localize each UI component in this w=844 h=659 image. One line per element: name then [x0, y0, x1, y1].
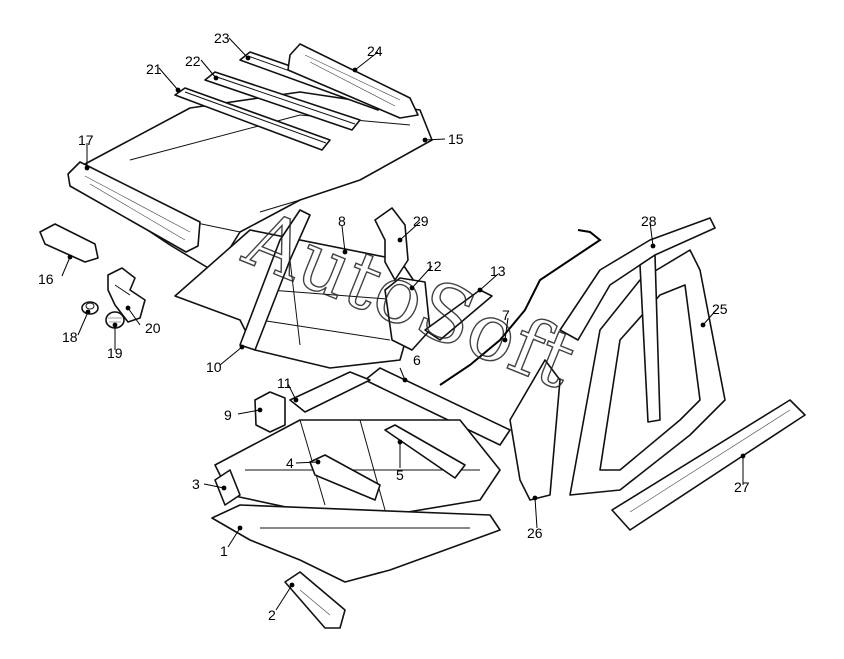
callout-15: 15	[448, 131, 464, 147]
rail-13	[424, 289, 493, 341]
sill-3	[214, 469, 241, 506]
bracket-20	[107, 267, 146, 323]
callout-27: 27	[734, 479, 750, 495]
callout-13: 13	[490, 263, 506, 279]
callout-18: 18	[62, 329, 78, 345]
tunnel-member-5	[384, 424, 466, 479]
pillar-29	[374, 207, 409, 281]
callout-11: 11	[277, 375, 292, 391]
roof-bow-22	[204, 71, 361, 131]
callout-7: 7	[502, 307, 510, 323]
a-pillar-inner-26	[509, 359, 561, 501]
leader-lines	[61, 37, 744, 611]
bracket-9	[254, 391, 286, 433]
callout-24: 24	[367, 43, 383, 59]
roof-rail-rear-17	[67, 161, 201, 253]
callout-16: 16	[38, 271, 54, 287]
callout-1: 1	[220, 543, 228, 559]
c-pillar-10	[239, 209, 311, 351]
cross-member-11	[289, 371, 371, 413]
callout-9: 9	[224, 407, 232, 423]
callout-26: 26	[527, 525, 543, 541]
callout-labels: 1 2 3 4 5 6 7 8 9 10 11 12 13 15 16 17 1…	[38, 30, 750, 623]
roof-bow-21	[174, 87, 331, 151]
roof-rail-front-24	[287, 43, 419, 119]
callout-22: 22	[185, 53, 201, 69]
rocker-panel-27	[611, 399, 806, 531]
callout-5: 5	[396, 467, 404, 483]
floor-pan-1	[211, 504, 501, 583]
pipe-7	[439, 229, 602, 386]
trim-panel-16	[39, 223, 99, 263]
callout-12: 12	[426, 258, 442, 274]
callout-23: 23	[214, 30, 230, 46]
callout-4: 4	[286, 455, 294, 471]
tunnel-member-4	[309, 454, 381, 501]
callout-25: 25	[712, 301, 728, 317]
callout-19: 19	[107, 345, 123, 361]
callout-21: 21	[146, 61, 162, 77]
callout-10: 10	[206, 359, 222, 375]
callout-3: 3	[192, 476, 200, 492]
callout-20: 20	[145, 320, 161, 336]
callout-17: 17	[78, 132, 94, 148]
callout-8: 8	[338, 213, 346, 229]
callout-28: 28	[641, 213, 657, 229]
leader-dots	[67, 55, 746, 588]
roof-side-rail-28	[559, 217, 716, 423]
callout-29: 29	[413, 213, 429, 229]
callout-6: 6	[413, 352, 421, 368]
bracket-2	[284, 571, 346, 629]
callout-2: 2	[268, 607, 276, 623]
